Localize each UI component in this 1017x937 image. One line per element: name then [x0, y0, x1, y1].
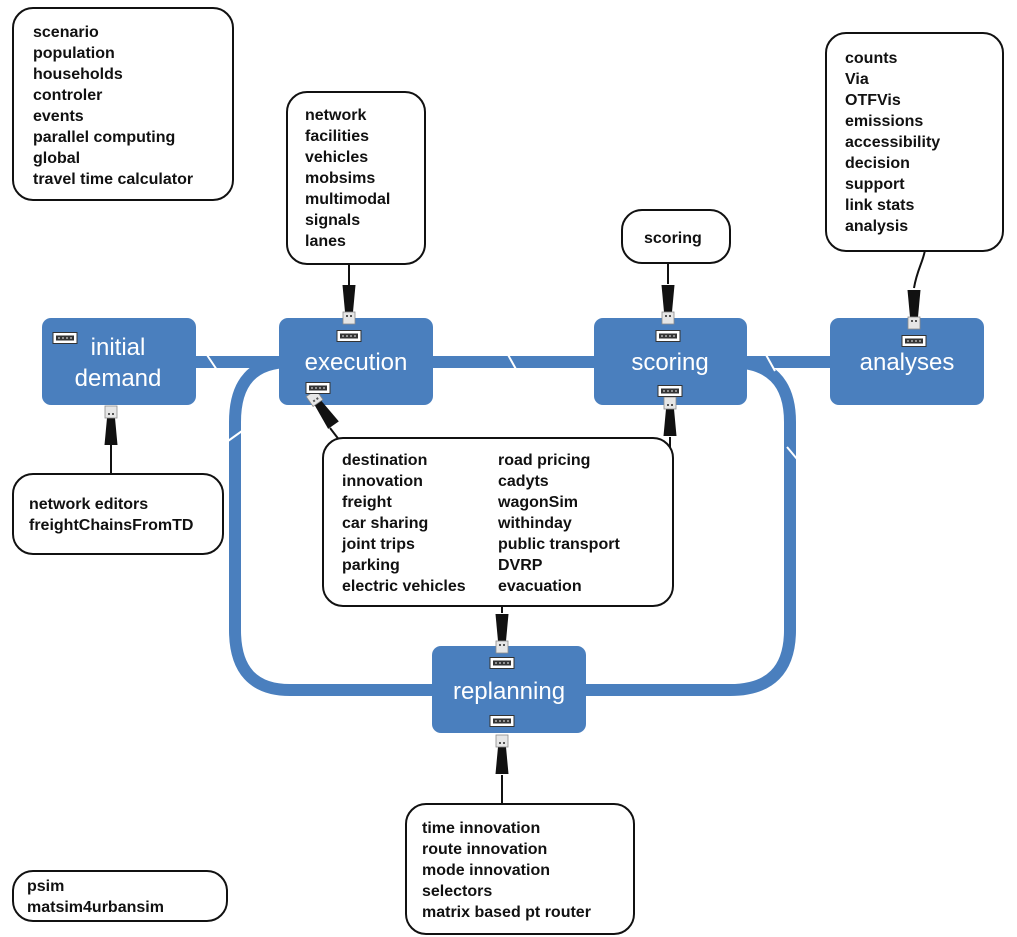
module-label: facilities	[305, 128, 369, 145]
module-label: vehicles	[305, 149, 368, 166]
usb-socket-icon	[657, 385, 683, 397]
module-box-frame	[12, 7, 234, 201]
module-box-frame	[286, 91, 426, 265]
usb-plug-icon	[495, 613, 509, 654]
stage-box	[594, 318, 747, 405]
usb-plug-icon	[661, 284, 675, 325]
module-label: scenario	[33, 24, 99, 41]
module-label: emissions	[845, 113, 923, 130]
module-label: travel time calculator	[33, 171, 193, 188]
module-label: parking	[342, 557, 400, 574]
stage-box	[830, 318, 984, 405]
stage-label: initial	[91, 334, 146, 361]
stage-label: demand	[75, 365, 162, 392]
module-label: time innovation	[422, 820, 540, 837]
module-label: population	[33, 45, 115, 62]
module-label: wagonSim	[497, 494, 578, 511]
module-box-scoring-modules: scoring	[621, 209, 731, 264]
module-label: route innovation	[422, 841, 547, 858]
module-box-frame	[12, 870, 228, 922]
usb-socket-icon	[305, 382, 331, 394]
module-box-center-left: destination innovation freight car sharing j…	[322, 437, 674, 607]
loop-connectors	[196, 351, 830, 696]
module-box-execution-modules: network facilities vehicles mobsims multimod…	[286, 91, 426, 265]
module-box-demand-modules: network editors freightChainsFromTD	[12, 473, 224, 555]
stage-replanning: replanning	[432, 646, 586, 733]
module-label: lanes	[305, 233, 346, 250]
module-label: Via	[845, 71, 869, 88]
module-label: cadyts	[498, 473, 549, 490]
stage-scoring: scoring	[594, 318, 747, 405]
module-label: scoring	[644, 230, 702, 247]
usb-plug-icon	[342, 284, 356, 325]
module-label: freightChainsFromTD	[29, 517, 193, 534]
module-label: network	[305, 107, 366, 124]
module-box-core: scenario population households controler eve…	[12, 7, 234, 201]
module-label: signals	[305, 212, 360, 229]
module-label: psim	[27, 878, 64, 895]
module-label: matsim4urbansim	[27, 899, 164, 916]
module-label: global	[33, 150, 80, 167]
module-label: DVRP	[498, 557, 543, 574]
module-label: public transport	[498, 536, 620, 553]
module-label: electric vehicles	[342, 578, 466, 595]
stage-label: replanning	[453, 678, 565, 705]
module-label: multimodal	[305, 191, 390, 208]
module-box-other: psim matsim4urbansim	[12, 870, 228, 922]
module-label: support	[845, 176, 905, 193]
module-label: events	[33, 108, 84, 125]
usb-socket-icon	[489, 657, 515, 669]
usb-socket-icon	[655, 330, 681, 342]
main-loop	[229, 356, 796, 696]
usb-socket-icon	[901, 335, 927, 347]
module-label: OTFVis	[845, 92, 901, 109]
module-label: accessibility	[845, 134, 940, 151]
stage-initial-demand: initial demand	[42, 318, 196, 405]
module-label: selectors	[422, 883, 492, 900]
stage-label: scoring	[631, 349, 708, 376]
module-label: parallel computing	[33, 129, 175, 146]
module-label: innovation	[342, 473, 423, 490]
module-label: evacuation	[498, 578, 582, 595]
module-box-replanning-modules: time innovation route innovation mode inno…	[405, 803, 635, 935]
module-label: mobsims	[305, 170, 375, 187]
module-label: households	[33, 66, 123, 83]
stage-label: execution	[305, 349, 408, 376]
usb-plug-icon	[495, 734, 509, 775]
module-label: counts	[845, 50, 898, 67]
module-label: decision	[845, 155, 910, 172]
usb-plug-icon	[104, 405, 118, 446]
module-label: car sharing	[342, 515, 428, 532]
module-box-frame	[405, 803, 635, 935]
module-box-frame	[621, 209, 731, 264]
module-label: analysis	[845, 218, 908, 235]
stage-analyses: analyses	[830, 318, 984, 405]
usb-socket-icon	[489, 715, 515, 727]
usb-socket-icon	[336, 330, 362, 342]
module-label: matrix based pt router	[422, 904, 591, 921]
usb-plug-icon	[663, 396, 677, 437]
module-label: network editors	[29, 496, 148, 513]
usb-plug-icon	[907, 289, 921, 330]
module-label: freight	[342, 494, 392, 511]
module-label: withinday	[497, 515, 572, 532]
stage-label: analyses	[860, 349, 955, 376]
module-label: road pricing	[498, 452, 590, 469]
usb-socket-icon	[52, 332, 78, 344]
module-label: destination	[342, 452, 427, 469]
module-label: joint trips	[341, 536, 415, 553]
module-label: link stats	[845, 197, 914, 214]
module-box-frame	[322, 437, 674, 607]
module-box-frame	[825, 32, 1004, 252]
module-label: mode innovation	[422, 862, 550, 879]
module-box-frame	[12, 473, 224, 555]
stage-box	[432, 646, 586, 733]
stage-box	[42, 318, 196, 405]
module-label: controler	[33, 87, 102, 104]
